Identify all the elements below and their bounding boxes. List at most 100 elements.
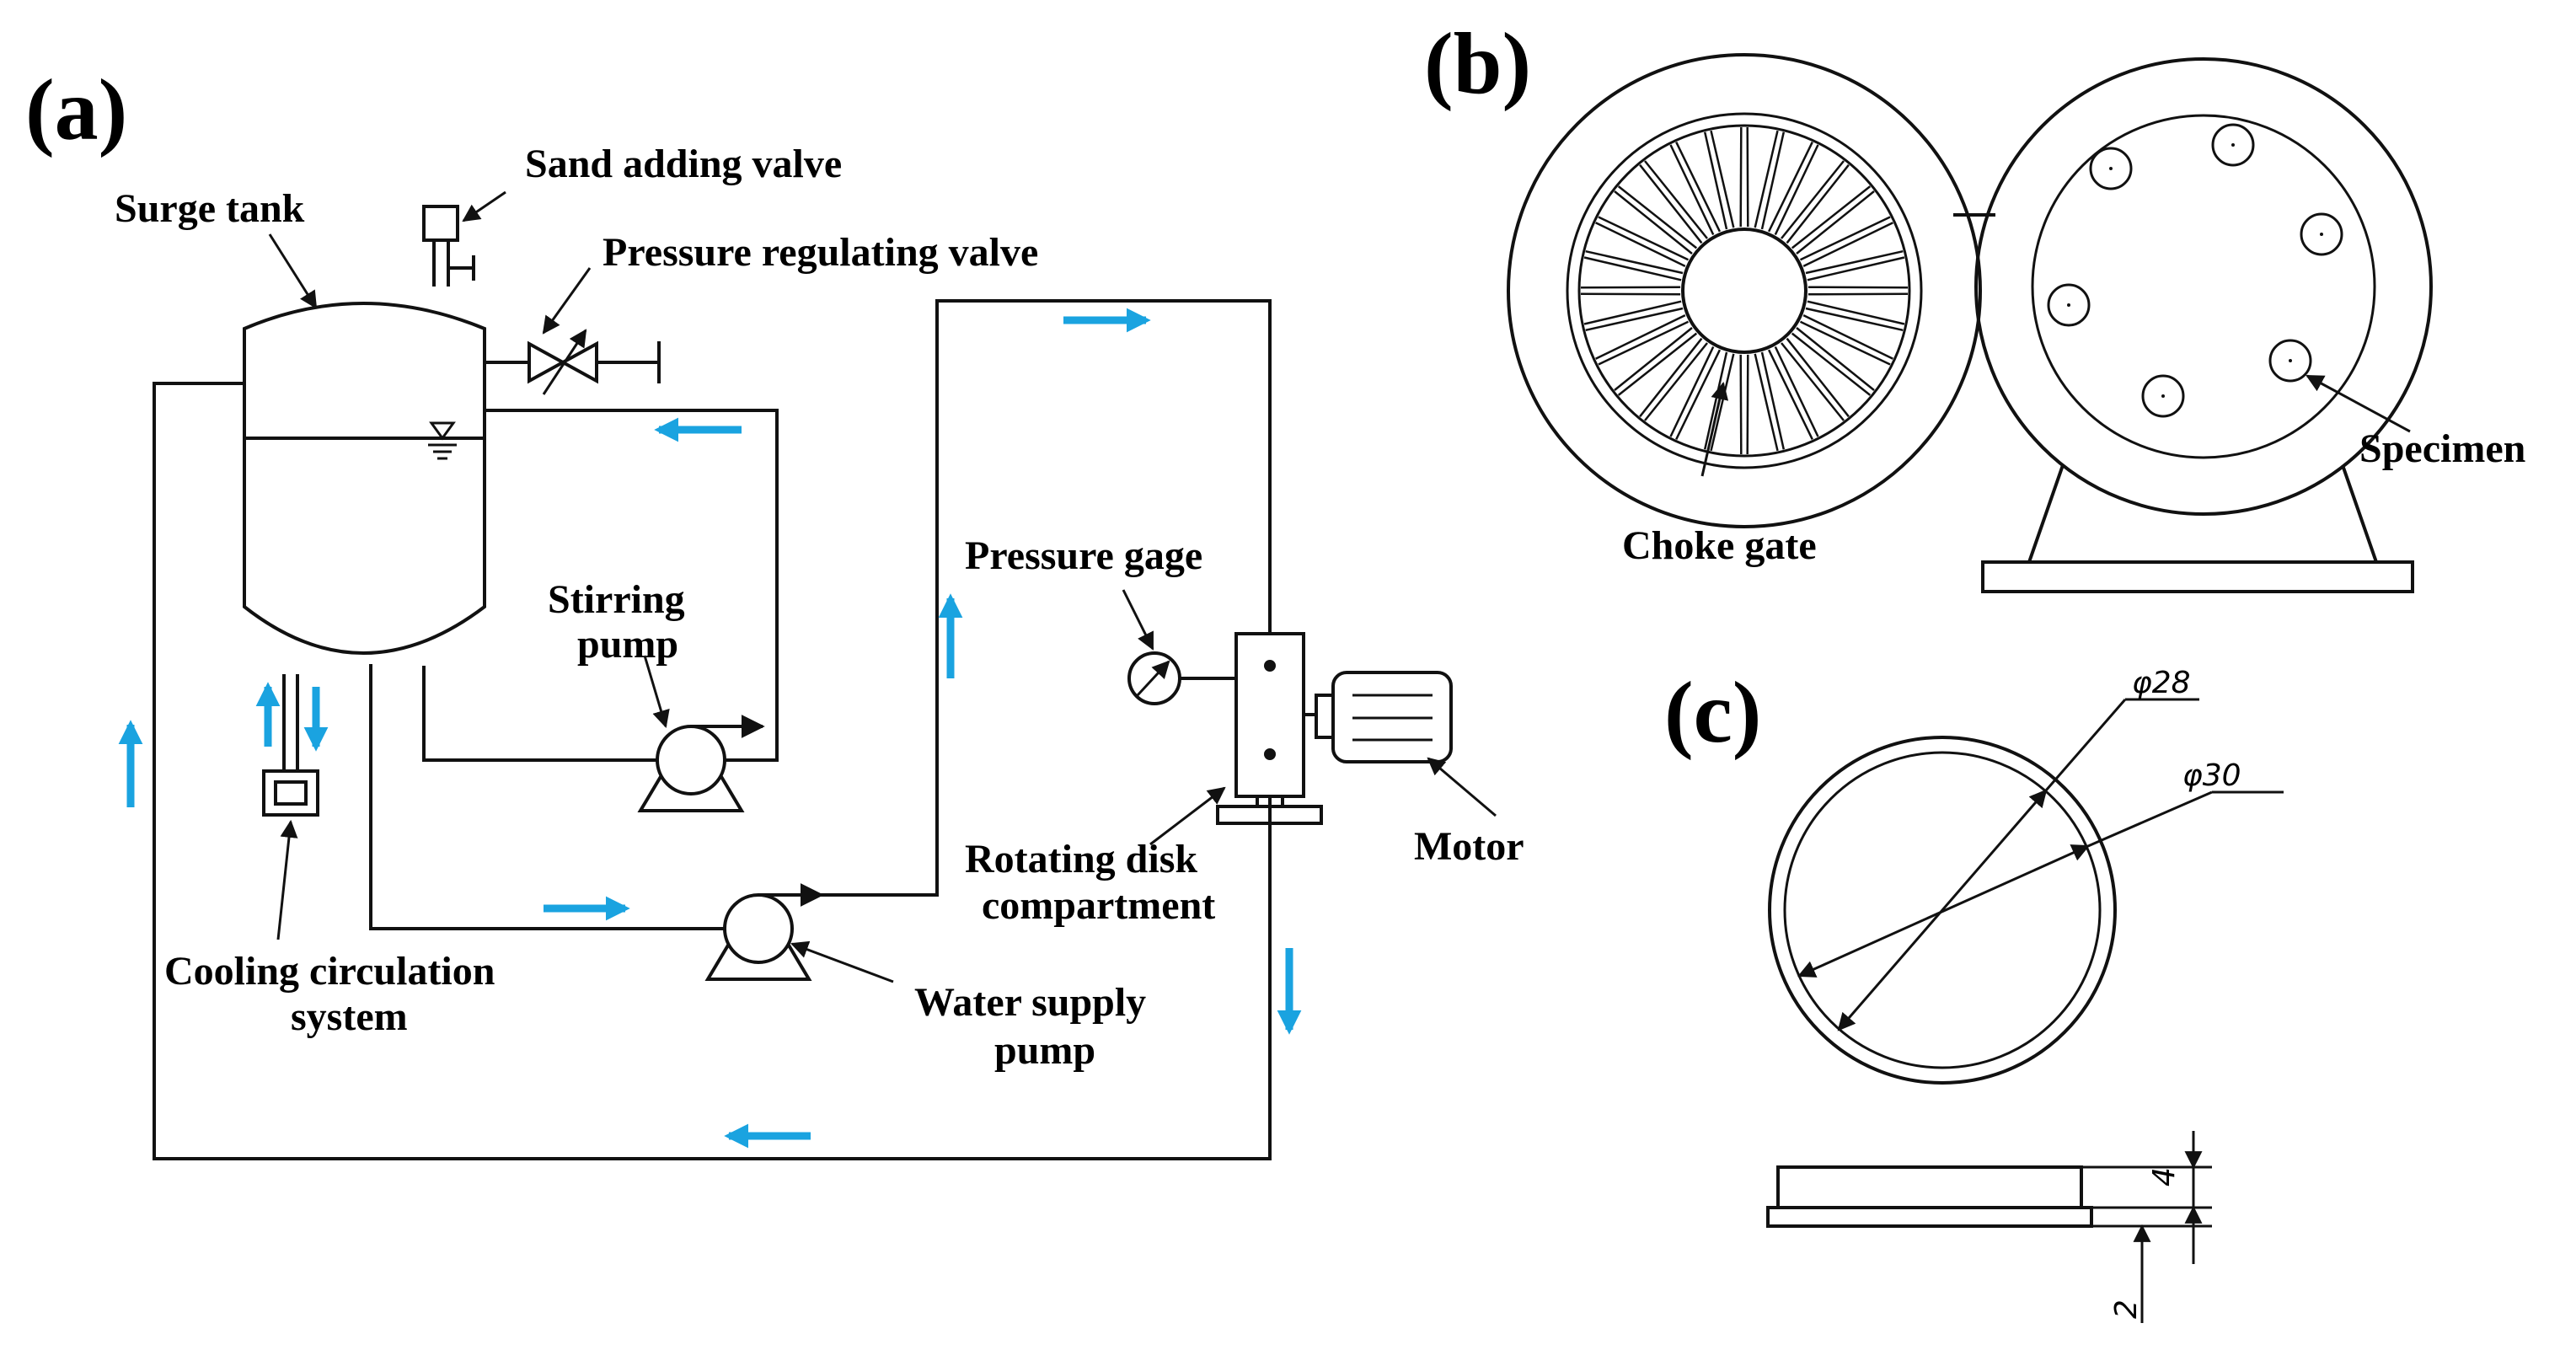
choke-blade-edge bbox=[1799, 320, 1891, 366]
label-stirring-pump-line1: Stirring bbox=[548, 577, 685, 622]
choke-blade-edge bbox=[1746, 126, 1749, 228]
choke-blade-edge bbox=[1580, 292, 1681, 296]
label-pressure-gage: Pressure gage bbox=[965, 533, 1202, 578]
label-stirring-pump-line2: pump bbox=[577, 622, 678, 667]
choke-blade-edge bbox=[1805, 249, 1904, 275]
specimen-side-view bbox=[1766, 1131, 2212, 1323]
choke-blade-edge bbox=[1644, 342, 1708, 421]
choke-blade-edge bbox=[1639, 337, 1703, 418]
choke-blade-edge bbox=[1617, 332, 1698, 396]
choke-blade-edge bbox=[1583, 300, 1682, 325]
choke-blade-edge bbox=[1739, 126, 1743, 228]
choke-blade-edge bbox=[1791, 332, 1872, 396]
pressure-gage bbox=[1127, 651, 1236, 705]
choke-blade-edge bbox=[1746, 354, 1749, 455]
choke-blade-edge bbox=[1703, 131, 1728, 230]
panel-c-label: (c) bbox=[1664, 664, 1761, 761]
water-supply-suction-pipe bbox=[369, 664, 725, 930]
choke-blade-edge bbox=[1754, 130, 1779, 228]
choke-blade-edge bbox=[1710, 353, 1735, 452]
choke-gate-housing bbox=[1507, 53, 1982, 528]
label-sand-adding-valve: Sand adding valve bbox=[525, 142, 842, 186]
choke-blade-edge bbox=[1796, 190, 1875, 254]
cooling-circulation-system bbox=[262, 674, 319, 817]
choke-blade-edge bbox=[1807, 292, 1909, 296]
water-level-symbol bbox=[428, 421, 457, 460]
choke-blade-edge bbox=[1767, 349, 1813, 440]
choke-blade-edge bbox=[1760, 131, 1786, 230]
choke-blade-edge bbox=[1774, 346, 1819, 437]
choke-blade-edge bbox=[1791, 185, 1872, 249]
choke-blade-edge bbox=[1580, 286, 1681, 289]
label-cooling-line1: Cooling circulation bbox=[164, 949, 495, 994]
label-water-supply-line2: pump bbox=[994, 1028, 1095, 1073]
choke-blade-edge bbox=[1739, 354, 1743, 455]
choke-blade-edge bbox=[1786, 163, 1850, 244]
label-leaders bbox=[268, 190, 1497, 983]
specimen-top-view bbox=[1768, 698, 2284, 1085]
stirring-return-pipe bbox=[485, 409, 779, 762]
label-specimen: Specimen bbox=[2359, 426, 2525, 471]
panel-c-specimen-drawing: (c) φ28 φ30 4 2 bbox=[1664, 664, 2284, 1323]
choke-blade-edge bbox=[1767, 142, 1813, 233]
sand-adding-valve bbox=[422, 205, 475, 287]
dimension-diameter-28: φ28 bbox=[2132, 666, 2191, 700]
rotating-disk-compartment bbox=[1216, 632, 1323, 825]
flow-arrows bbox=[118, 308, 1302, 1149]
label-rotating-line2: compartment bbox=[982, 883, 1215, 928]
choke-blade-edge bbox=[1807, 256, 1905, 281]
choke-blade-edge bbox=[1595, 222, 1686, 268]
label-cooling-line2: system bbox=[291, 994, 408, 1039]
choke-blade-edge bbox=[1781, 342, 1845, 421]
choke-blade-edge bbox=[1585, 307, 1684, 332]
dimension-height-2: 2 bbox=[2109, 1299, 2144, 1319]
panel-b-disk-assembly: (b) Choke bbox=[1424, 15, 2525, 593]
water-supply-pump bbox=[704, 883, 824, 981]
choke-blade-edge bbox=[1595, 313, 1686, 360]
choke-blade-edge bbox=[1644, 160, 1708, 239]
supply-pipe-to-compartment bbox=[792, 299, 1272, 897]
label-pressure-regulating-valve: Pressure regulating valve bbox=[602, 230, 1038, 275]
label-surge-tank: Surge tank bbox=[115, 186, 305, 231]
choke-blade-edge bbox=[1807, 300, 1905, 325]
choke-blade-edge bbox=[1760, 351, 1786, 450]
stirring-pump bbox=[637, 715, 765, 812]
choke-blade-edge bbox=[1598, 216, 1690, 261]
choke-blade-edge bbox=[1754, 353, 1779, 452]
label-motor: Motor bbox=[1414, 824, 1524, 869]
label-choke-gate: Choke gate bbox=[1622, 523, 1817, 568]
choke-blade-edge bbox=[1669, 144, 1715, 236]
choke-gate-leader bbox=[1700, 381, 1729, 477]
dimension-diameter-30: φ30 bbox=[2182, 758, 2241, 793]
choke-blade-edge bbox=[1807, 286, 1909, 289]
label-rotating-line1: Rotating disk bbox=[965, 837, 1197, 881]
choke-blade-edge bbox=[1774, 144, 1819, 236]
choke-blade-edge bbox=[1805, 307, 1904, 332]
surge-tank bbox=[243, 302, 486, 655]
choke-blade-edge bbox=[1786, 337, 1850, 418]
panel-a-flow-loop: (a) bbox=[25, 62, 1524, 1160]
choke-blade-edge bbox=[1583, 256, 1682, 281]
choke-blade-edge bbox=[1585, 249, 1684, 275]
label-water-supply-line1: Water supply bbox=[914, 980, 1146, 1025]
choke-gate-blades bbox=[1580, 126, 1909, 455]
choke-blade-edge bbox=[1675, 349, 1722, 440]
choke-blade-edge bbox=[1639, 163, 1703, 244]
return-pipe-to-tank bbox=[153, 382, 1272, 1160]
choke-blade-edge bbox=[1675, 142, 1722, 233]
choke-blade-edge bbox=[1669, 346, 1715, 437]
choke-blade-edge bbox=[1598, 320, 1690, 366]
choke-blade-edge bbox=[1617, 185, 1698, 249]
choke-blade-edge bbox=[1802, 222, 1893, 268]
pressure-regulating-valve bbox=[485, 329, 661, 395]
choke-blade-edge bbox=[1614, 327, 1693, 391]
choke-blade-edge bbox=[1799, 216, 1891, 261]
stirring-suction-pipe bbox=[422, 666, 657, 762]
choke-blade-edge bbox=[1781, 160, 1845, 239]
choke-blade-edge bbox=[1710, 130, 1735, 228]
dimension-height-4: 4 bbox=[2147, 1167, 2182, 1187]
motor bbox=[1315, 671, 1453, 763]
specimen-leader bbox=[2306, 374, 2411, 433]
choke-blade-edge bbox=[1796, 327, 1875, 391]
